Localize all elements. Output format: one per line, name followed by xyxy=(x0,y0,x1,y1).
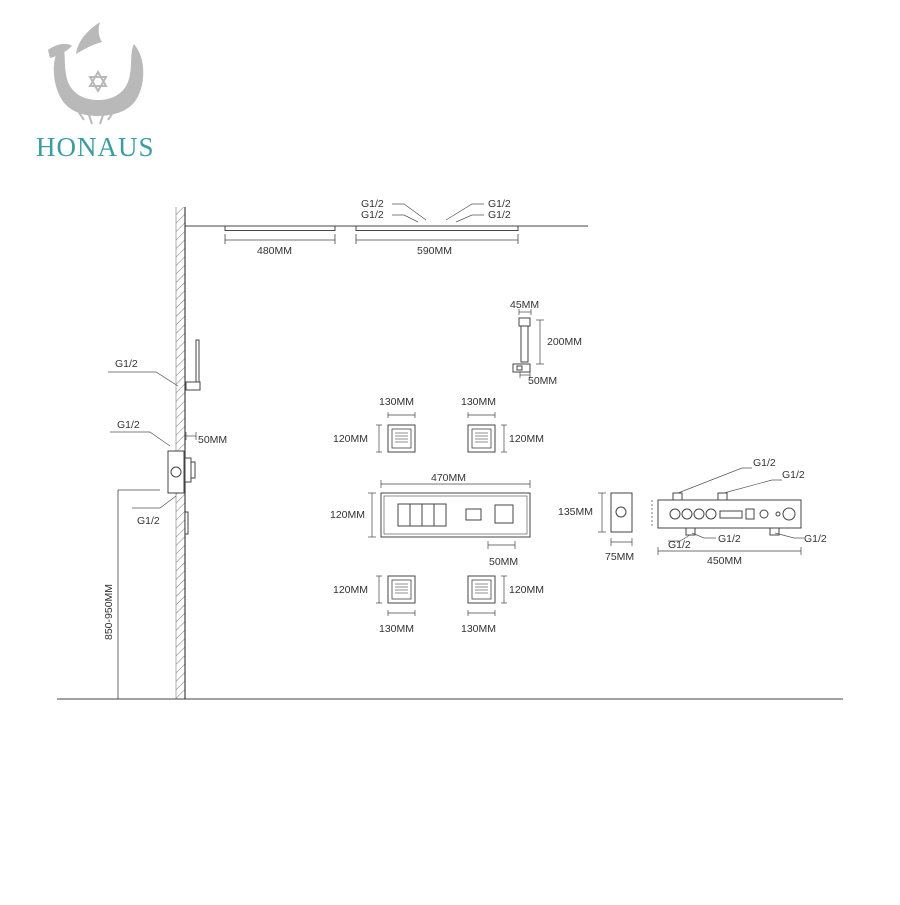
mount-height-label: 850-950MM xyxy=(103,584,115,640)
body-jet-tr-height-label: 120MM xyxy=(509,433,544,445)
body-thread-label-bm: G1/2 xyxy=(718,533,741,545)
body-thread-label-tl: G1/2 xyxy=(753,457,776,469)
body-jet-bl-width-label: 130MM xyxy=(379,623,414,635)
body-jet-tl-height-label: 120MM xyxy=(333,433,368,445)
ceiling-shower-head-right xyxy=(355,225,519,231)
wall-hand-shower-side xyxy=(185,339,201,391)
valve-body-width-label: 450MM xyxy=(707,555,742,567)
ceiling-shower-head-left xyxy=(224,225,336,231)
wall-thread-upper-leader xyxy=(108,371,179,387)
body-thread-label-br: G1/2 xyxy=(804,533,827,545)
wall-thread-middle-leader xyxy=(110,431,171,447)
hand-shower-dimensions xyxy=(518,309,544,378)
body-jet-bottom-left xyxy=(387,575,416,604)
ceiling-thread-label-br: G1/2 xyxy=(488,209,511,221)
ceiling-dimension-lines xyxy=(224,234,519,244)
body-jet-br-height-label: 120MM xyxy=(509,584,544,596)
wall-mixer-depth-dimension xyxy=(185,432,197,440)
hand-shower-depth-label: 50MM xyxy=(528,375,557,387)
valve-height-label: 135MM xyxy=(558,506,593,518)
body-jet-tl-width-label: 130MM xyxy=(379,396,414,408)
wall-thread-lower-label: G1/2 xyxy=(137,515,160,527)
body-thread-label-bl: G1/2 xyxy=(668,539,691,551)
valve-body-dimension xyxy=(651,500,802,555)
valve-dimensions xyxy=(598,492,633,546)
body-jet-dimension-lines xyxy=(376,412,507,616)
body-thread-label-tr: G1/2 xyxy=(782,469,805,481)
wall-thread-middle-label: G1/2 xyxy=(117,419,140,431)
hand-shower-width-label: 45MM xyxy=(510,299,539,311)
ceiling-thread-label-bl: G1/2 xyxy=(361,209,384,221)
hand-shower-height-label: 200MM xyxy=(547,336,582,348)
control-panel-width-label: 470MM xyxy=(431,472,466,484)
horseshoe-star-of-david-icon xyxy=(48,22,144,125)
body-jet-bottom-right xyxy=(467,575,496,604)
control-panel-height-label: 120MM xyxy=(330,509,365,521)
valve-side-view xyxy=(610,492,633,533)
ceiling-right-width-label: 590MM xyxy=(417,245,452,257)
wall-thread-lower-leader xyxy=(132,495,177,509)
body-jet-tr-width-label: 130MM xyxy=(461,396,496,408)
valve-body-top-view xyxy=(657,492,802,536)
wall-mixer-side xyxy=(167,450,196,535)
hand-shower-front xyxy=(512,317,531,373)
body-jet-bl-height-label: 120MM xyxy=(333,584,368,596)
ceiling-thread-leaders xyxy=(392,203,484,223)
body-jet-br-width-label: 130MM xyxy=(461,623,496,635)
ceiling-thread-label-tl: G1/2 xyxy=(361,198,384,210)
ceiling-left-width-label: 480MM xyxy=(257,245,292,257)
control-panel-front xyxy=(380,492,531,538)
control-panel-dimensions xyxy=(368,480,531,549)
control-panel-depth-label: 50MM xyxy=(489,556,518,568)
ceiling-thread-label-tr: G1/2 xyxy=(488,198,511,210)
wall-mixer-depth-label: 50MM xyxy=(198,434,227,446)
mount-height-dimension xyxy=(117,489,160,699)
valve-body-thread-leaders xyxy=(668,467,804,542)
wall-thread-upper-label: G1/2 xyxy=(115,358,138,370)
body-jet-top-left xyxy=(387,424,416,453)
brand-name: HONAUS xyxy=(36,132,155,162)
valve-depth-label: 75MM xyxy=(605,551,634,563)
body-jet-top-right xyxy=(467,424,496,453)
